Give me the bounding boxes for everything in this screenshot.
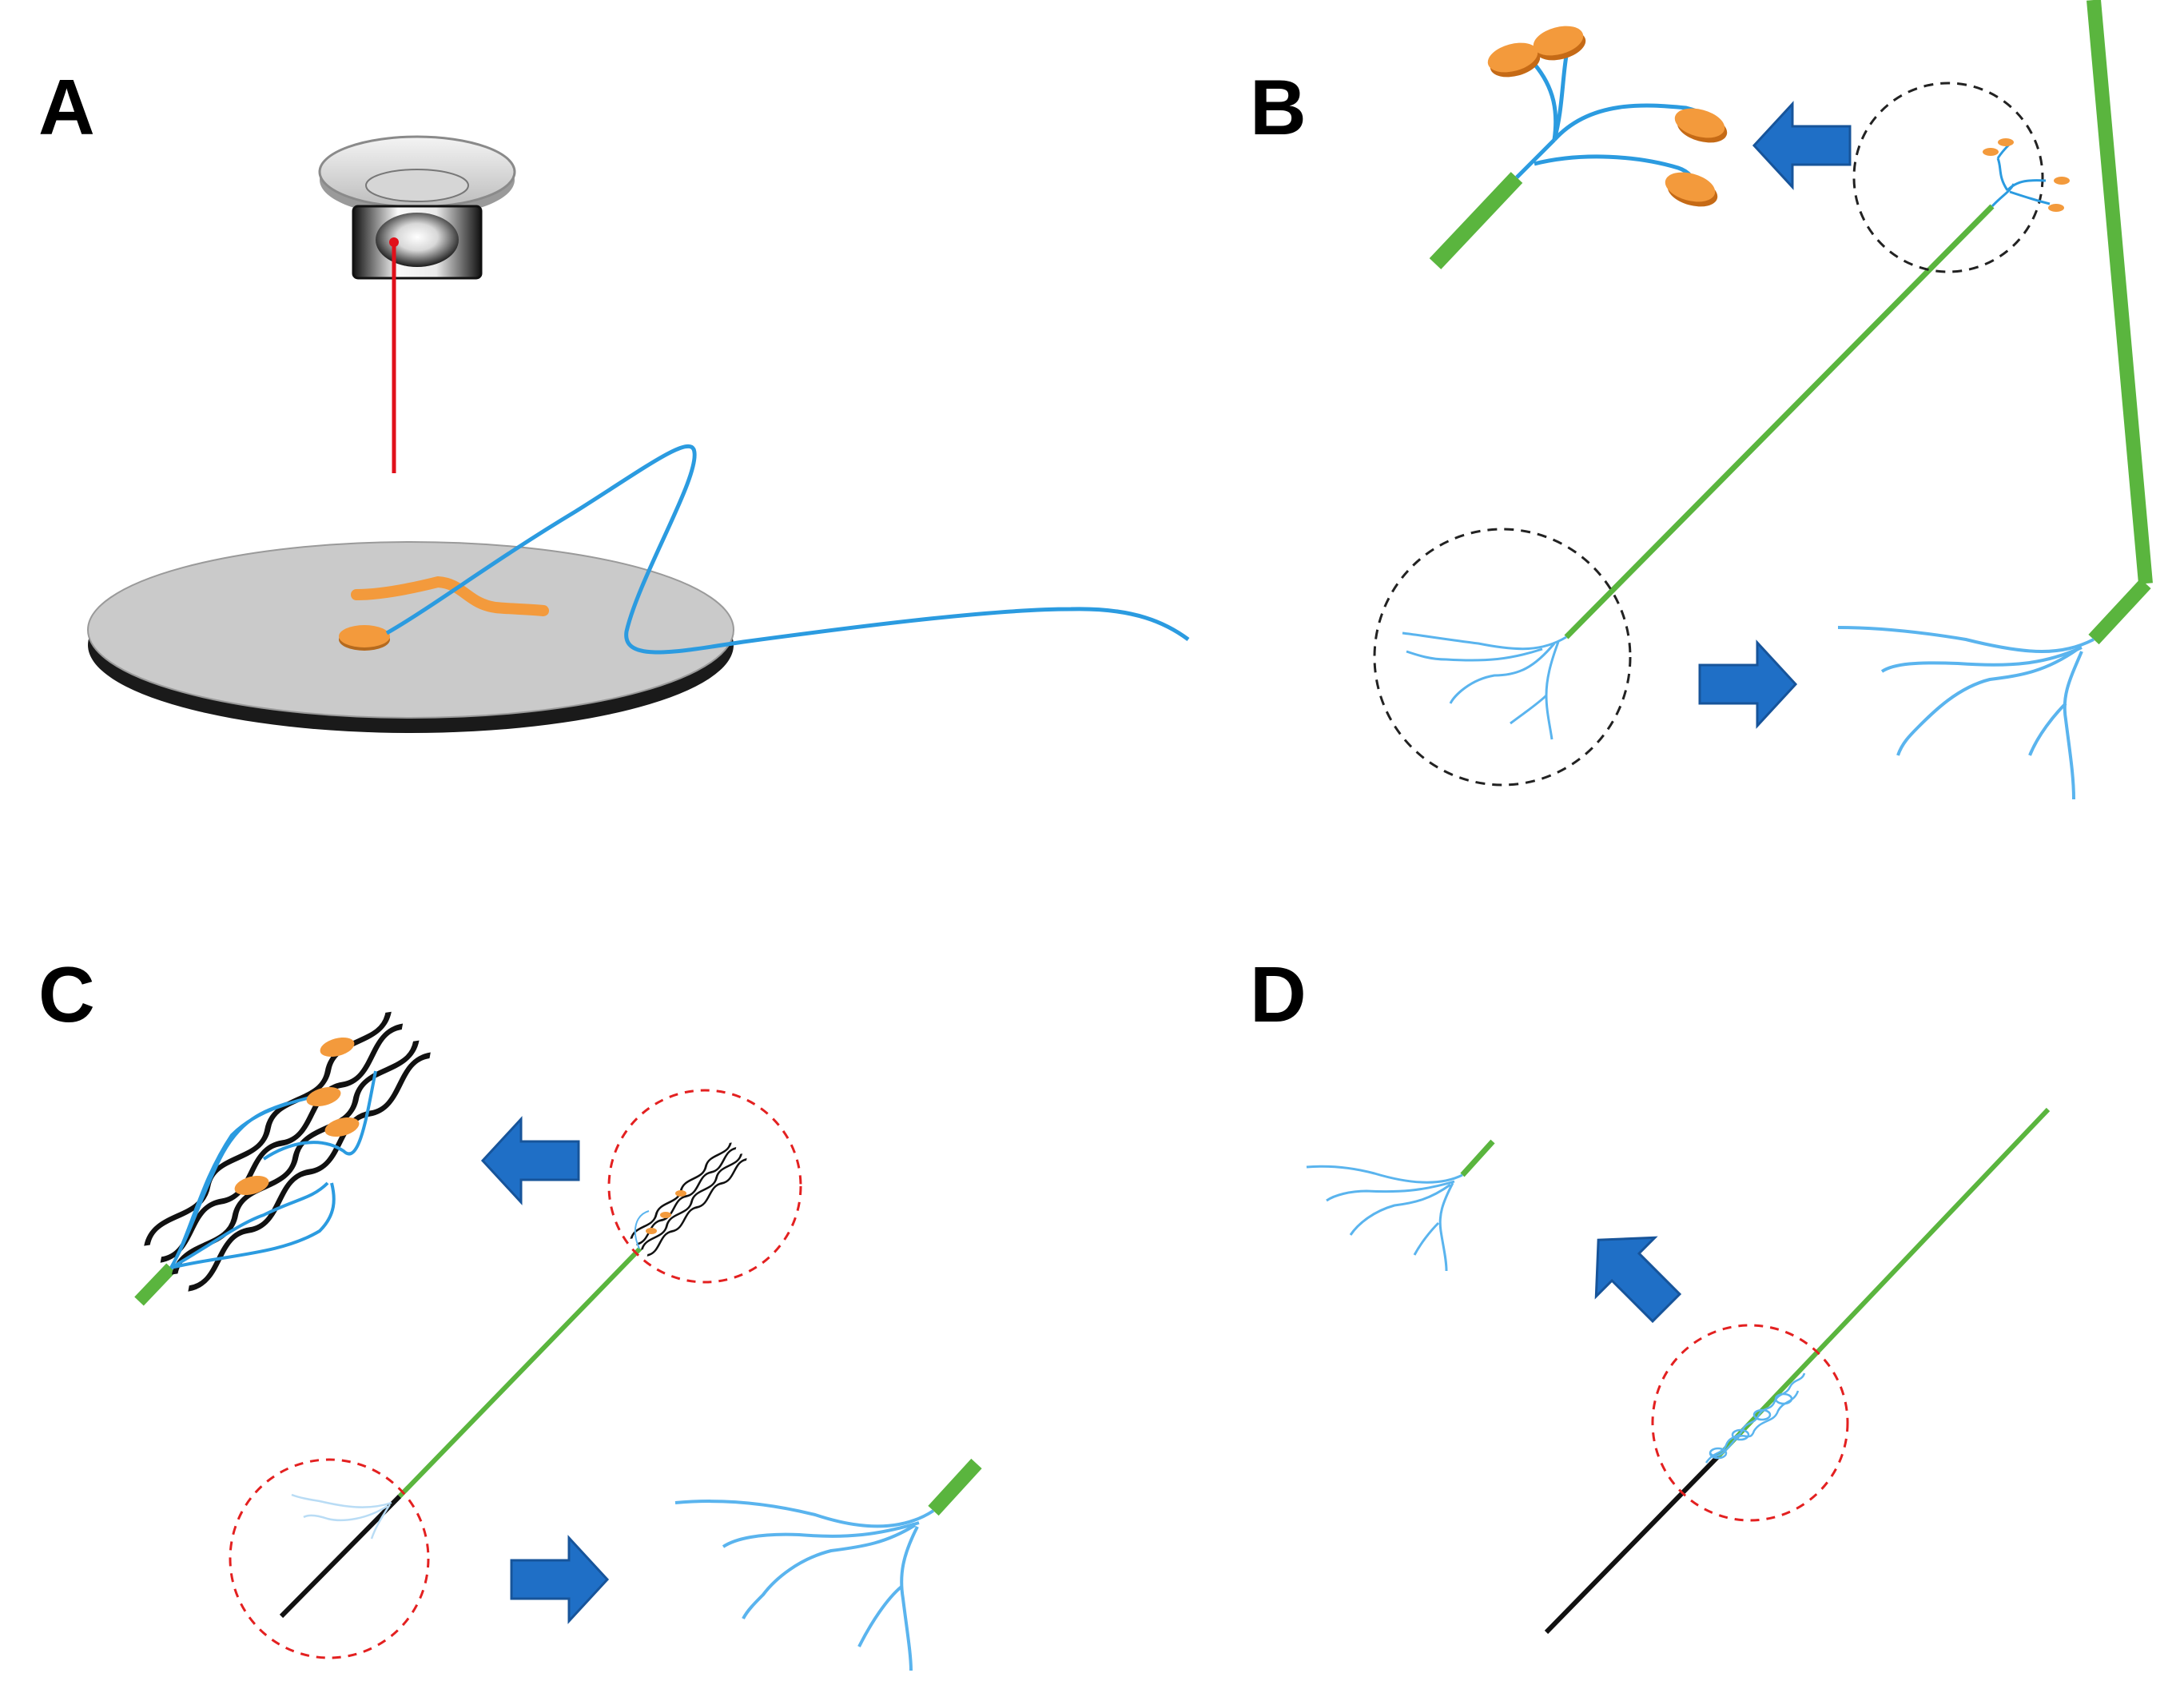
panel-d: D bbox=[1250, 950, 2051, 1635]
neuron-enlarged-top bbox=[1429, 26, 1728, 269]
optic-fiber-main-d bbox=[1716, 1107, 2051, 1459]
fiber-strand bbox=[385, 444, 1190, 655]
block-arrow-icon bbox=[1567, 1209, 1697, 1339]
block-arrow-icon bbox=[510, 1536, 609, 1623]
fine-neuron-c bbox=[291, 1493, 392, 1540]
block-arrow-icon bbox=[1752, 102, 1852, 189]
tiny-somata-top bbox=[1983, 138, 2070, 212]
block-arrow-icon bbox=[481, 1117, 580, 1204]
panel-label-a: A bbox=[38, 63, 95, 151]
small-stent-somata bbox=[646, 1190, 686, 1234]
fine-neuron-bottom bbox=[1402, 631, 1567, 740]
neuron-enlarged-c bbox=[674, 1458, 982, 1671]
optic-fiber-main bbox=[1564, 204, 1995, 639]
neuron-enlarged-d bbox=[1306, 1139, 1495, 1272]
panel-label-b: B bbox=[1250, 63, 1307, 151]
panel-label-c: C bbox=[38, 950, 95, 1038]
panel-a: A bbox=[38, 63, 1190, 733]
zoom-circle-d bbox=[1651, 1324, 1849, 1522]
small-stent bbox=[628, 1140, 750, 1258]
panel-label-d: D bbox=[1250, 950, 1307, 1038]
microscope-objective-icon bbox=[318, 135, 516, 280]
black-wire-d bbox=[1544, 1454, 1721, 1635]
zoom-circle-top bbox=[1852, 82, 2044, 273]
optic-fiber-main-c bbox=[397, 1246, 642, 1499]
panel-c: C bbox=[38, 950, 982, 1671]
zoom-circle-stent bbox=[607, 1089, 802, 1284]
culture-dish bbox=[87, 541, 734, 733]
block-arrow-icon bbox=[1698, 641, 1797, 727]
neuron-enlarged-bottom bbox=[1837, 0, 2153, 800]
panel-b: B bbox=[1250, 0, 2153, 800]
zoom-circle-bottom-c bbox=[229, 1458, 430, 1659]
coiled-neuron-d bbox=[1705, 1372, 1806, 1464]
zoom-circle-bottom bbox=[1373, 528, 1632, 787]
stent-enlarged bbox=[134, 1008, 434, 1306]
black-wire bbox=[279, 1494, 402, 1619]
